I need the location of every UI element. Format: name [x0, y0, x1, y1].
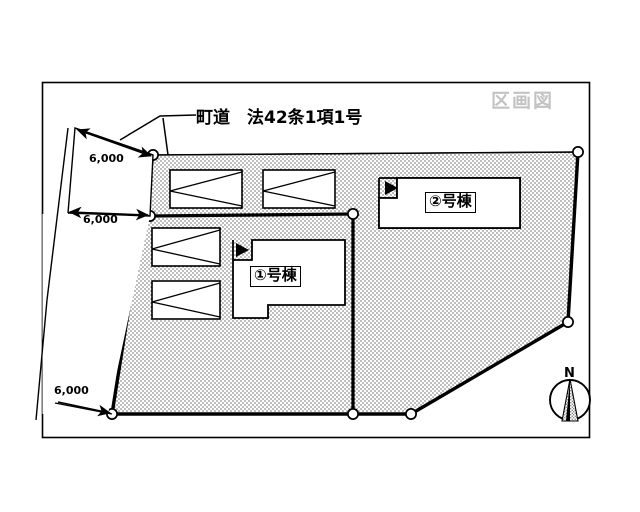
road-label-leader	[119, 114, 197, 156]
dimension-bottom: 6,000	[54, 384, 89, 397]
lot-front-strip-line	[149, 212, 354, 218]
north-label: N	[564, 366, 575, 381]
parcel-boundary-light	[152, 151, 579, 156]
building-2-label: ②号棟	[425, 192, 476, 213]
dimension-top: 6,000	[89, 152, 124, 165]
north-arrow-compass	[549, 378, 591, 422]
watermark-label: 区画図	[491, 90, 555, 112]
building-1-entrance-arrow	[236, 243, 249, 257]
building-1-label: ①号棟	[250, 266, 301, 287]
parking-stall-diagonals-lot1	[151, 229, 221, 318]
parking-stall-diagonals	[169, 171, 336, 207]
road-type-label: 町道 法42条1項1号	[196, 108, 363, 128]
parking-stalls-lot1	[151, 227, 221, 320]
dimension-middle: 6,000	[83, 213, 118, 226]
building-2-entrance-arrow	[385, 181, 398, 195]
parking-stalls-lot2	[169, 169, 336, 209]
dimension-arrows	[57, 128, 152, 417]
